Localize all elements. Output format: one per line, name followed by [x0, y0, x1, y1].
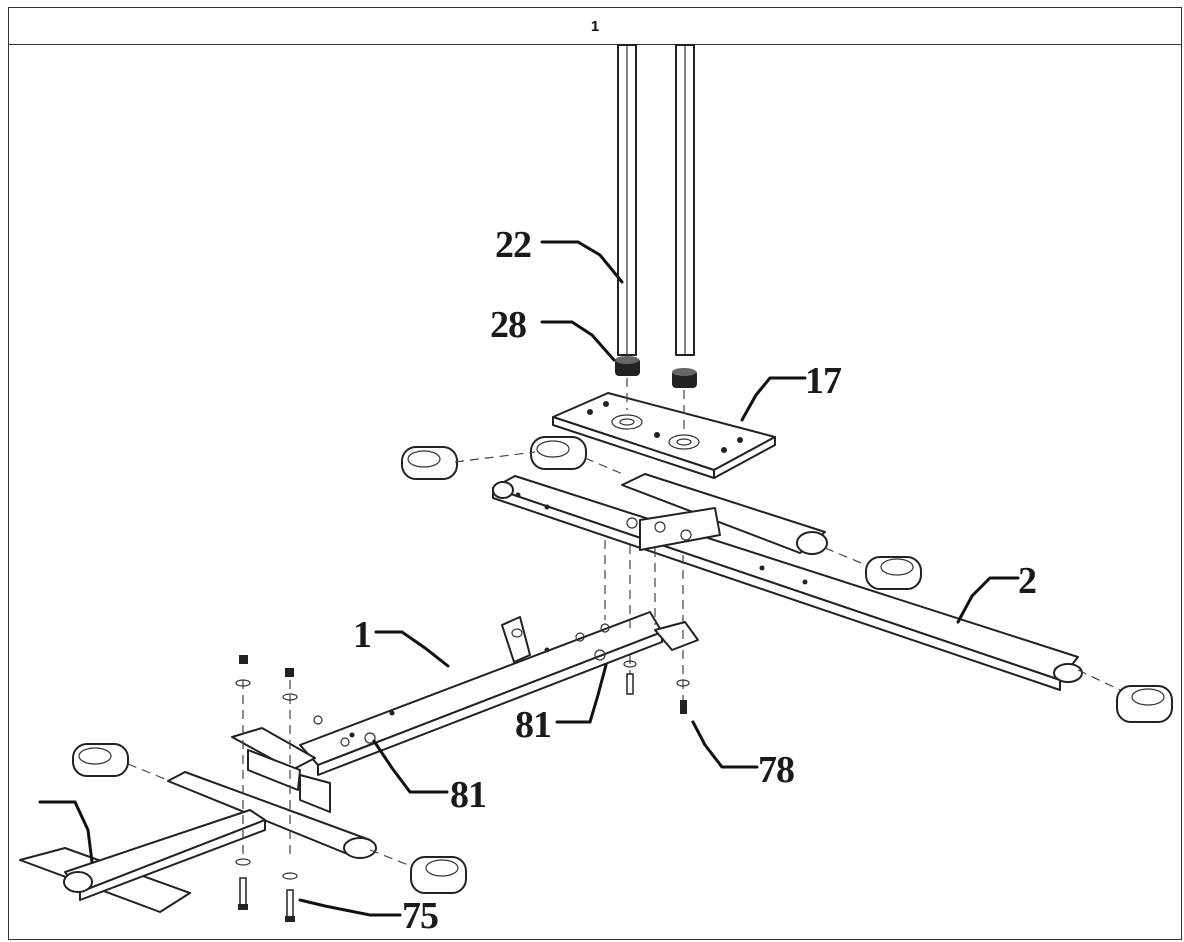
bolts-washers	[235, 655, 690, 922]
upright-tubes	[617, 44, 695, 356]
tube-nuts	[615, 356, 697, 388]
label-part-81-left: 81	[450, 774, 486, 816]
mount-plate	[552, 392, 776, 479]
label-part-75: 75	[402, 895, 438, 937]
part-labels: 22 28 17 2 1 81 81 78 75	[353, 224, 1037, 937]
end-caps	[72, 436, 1173, 894]
label-part-81-right: 81	[515, 704, 551, 746]
label-part-1: 1	[353, 614, 371, 656]
label-part-28: 28	[490, 304, 526, 346]
label-part-17: 17	[805, 360, 842, 402]
leader-lines	[38, 240, 1020, 917]
front-base	[19, 771, 377, 913]
main-beam	[231, 611, 699, 813]
label-part-22: 22	[495, 224, 531, 266]
step-number-header: 1	[9, 8, 1181, 45]
label-part-78: 78	[758, 749, 794, 791]
rear-stub-tube	[621, 473, 828, 555]
alignment-lines	[127, 378, 1121, 867]
label-part-2: 2	[1018, 560, 1036, 602]
